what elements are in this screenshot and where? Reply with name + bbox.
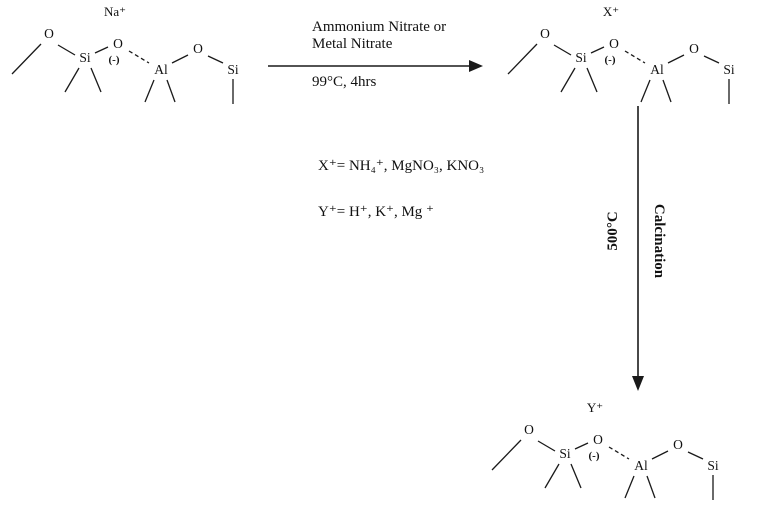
atom-si-icon: Si [227, 62, 239, 77]
atom-o-icon: O [609, 36, 619, 51]
bond [560, 67, 576, 93]
reaction-conditions: 99°C, 4hrs [312, 74, 377, 90]
dashed-bond [128, 50, 150, 64]
bond [166, 79, 176, 103]
bond [687, 451, 704, 460]
atom-si-icon: Si [723, 62, 735, 77]
bond [11, 43, 42, 75]
reagent-line-2: Metal Nitrate [312, 36, 393, 52]
atom-si-icon: Si [707, 458, 719, 473]
bond-lines [507, 43, 730, 104]
charge-label: (-) [605, 54, 616, 66]
bond [90, 67, 102, 93]
bond [491, 439, 522, 471]
dashed-bond [608, 446, 630, 460]
atom-o-icon: O [193, 41, 203, 56]
structure-calcined-form: Y⁺ O Si O (-) Al O Si [491, 400, 719, 500]
bond [662, 79, 672, 103]
reaction-arrow-horizontal [268, 60, 483, 72]
atom-al-icon: Al [634, 458, 648, 473]
atom-o-icon: O [593, 432, 603, 447]
atom-al-icon: Al [650, 62, 664, 77]
cation-label: X⁺ [603, 4, 619, 19]
bond [207, 55, 224, 64]
atom-o-icon: O [44, 26, 54, 41]
arrowhead-icon [632, 376, 644, 391]
x-cation-definition: X⁺= NH₄⁺, MgNO₃, KNO₃ [318, 158, 485, 174]
atom-si-icon: Si [79, 50, 91, 65]
bond [574, 442, 589, 450]
bond [703, 55, 720, 64]
atom-o-icon: O [524, 422, 534, 437]
bond [624, 475, 635, 499]
bond [667, 54, 685, 64]
y-cation-definition: Y⁺= H⁺, K⁺, Mg ⁺ [318, 204, 434, 220]
structure-exchanged-form: X⁺ O Si O (-) Al O Si [507, 4, 735, 104]
bond [64, 67, 80, 93]
bond [94, 46, 109, 54]
atom-si-icon: Si [559, 446, 571, 461]
atom-o-icon: O [540, 26, 550, 41]
bond [553, 44, 572, 56]
bond [570, 463, 582, 489]
bond [651, 450, 669, 460]
charge-label: (-) [109, 54, 120, 66]
bond-lines [11, 43, 234, 104]
structure-sodium-form: Na⁺ O Si O (-) Al O Si [11, 4, 239, 104]
cation-label: Y⁺ [587, 400, 603, 415]
atom-si-icon: Si [575, 50, 587, 65]
bond [586, 67, 598, 93]
charge-label: (-) [589, 450, 600, 462]
bond [537, 440, 556, 452]
bond-lines [491, 439, 714, 500]
bond [640, 79, 651, 103]
bond [144, 79, 155, 103]
bond [590, 46, 605, 54]
atom-al-icon: Al [154, 62, 168, 77]
atom-o-icon: O [673, 437, 683, 452]
arrowhead-icon [469, 60, 483, 72]
calcination-temperature-label: 500°C [605, 211, 621, 251]
bond [646, 475, 656, 499]
reagent-line-1: Ammonium Nitrate or [312, 19, 447, 35]
dashed-bond [624, 50, 646, 64]
cation-label: Na⁺ [104, 4, 126, 19]
bond [507, 43, 538, 75]
bond [544, 463, 560, 489]
bond [171, 54, 189, 64]
calcination-process-label: Calcination [651, 203, 667, 279]
bond [57, 44, 76, 56]
atom-o-icon: O [113, 36, 123, 51]
reaction-arrow-vertical [632, 106, 644, 391]
atom-o-icon: O [689, 41, 699, 56]
